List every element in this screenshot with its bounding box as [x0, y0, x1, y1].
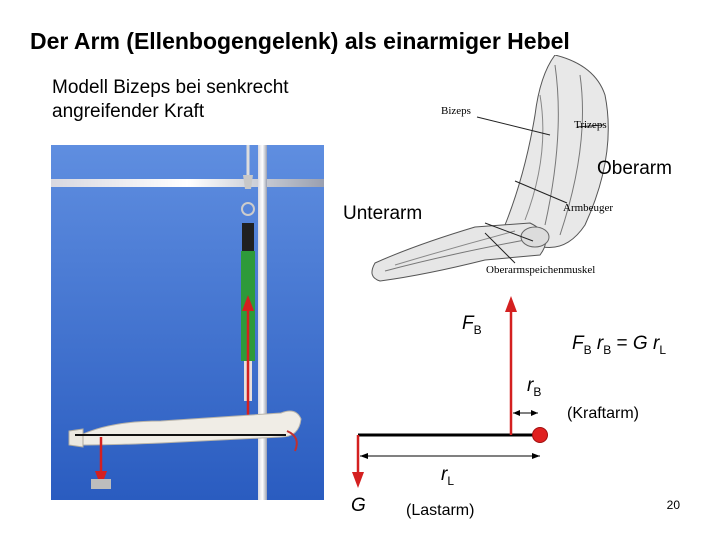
- weight-arrowhead: [352, 472, 364, 488]
- label-armbeuger: Armbeuger: [563, 202, 614, 214]
- label-kraftarm: (Kraftarm): [567, 405, 639, 422]
- label-oberarm: Oberarm: [597, 158, 672, 179]
- force-arrowhead: [505, 296, 517, 312]
- slide-title: Der Arm (Ellenbogengelenk) als einarmige…: [30, 28, 570, 54]
- label-force: FB: [462, 313, 482, 337]
- arm-anatomy-svg: [371, 54, 609, 282]
- label-rb: rB: [527, 375, 542, 399]
- arm-anatomy-drawing: [355, 54, 665, 285]
- subtitle-line-1: Modell Bizeps bei senkrecht: [52, 77, 289, 98]
- label-unterarm: Unterarm: [343, 203, 423, 224]
- slide-subtitle: Modell Bizeps bei senkrecht angreifender…: [52, 76, 289, 124]
- lever-equation: FB rB = G rL: [572, 333, 666, 357]
- subtitle-line-2: angreifender Kraft: [52, 101, 205, 122]
- label-rl: rL: [441, 464, 455, 488]
- label-trizeps: Trizeps: [574, 119, 607, 131]
- page-number: 20: [666, 498, 680, 512]
- pivot-dot: [532, 427, 548, 443]
- lever-model-photo: [51, 145, 324, 500]
- lever-schematic: [352, 296, 548, 488]
- label-weight: G: [351, 495, 366, 516]
- lever-model-drawing: [51, 145, 324, 500]
- label-lastarm: (Lastarm): [406, 502, 475, 519]
- label-bizeps: Bizeps: [441, 105, 471, 117]
- label-oberarmspeichenmuskel: Oberarmspeichenmuskel: [486, 264, 596, 276]
